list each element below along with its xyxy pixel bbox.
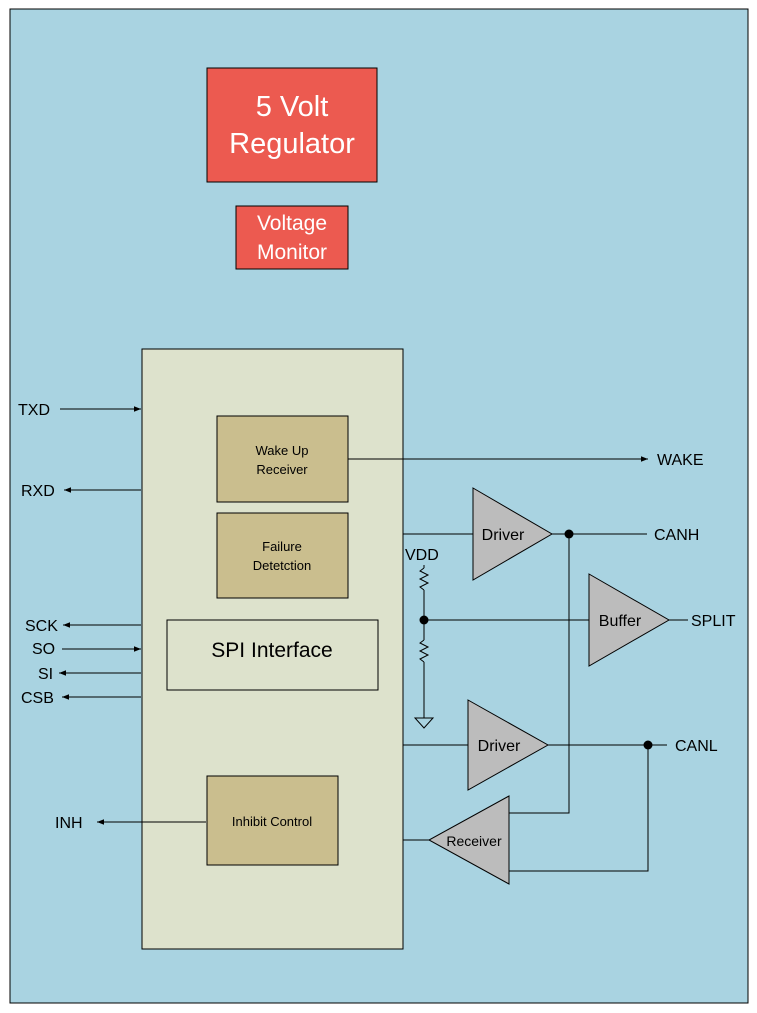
wake-up-receiver-label-line2: Receiver — [256, 462, 308, 477]
wake-up-receiver-label-line1: Wake Up — [256, 443, 309, 458]
failure-detection-block: Failure Detetction — [216, 512, 349, 599]
pin-csb: CSB — [21, 690, 141, 707]
pin-si-label: SI — [38, 666, 53, 683]
pin-canl-label: CANL — [675, 738, 718, 755]
voltage-monitor-label-line2: Monitor — [257, 241, 327, 264]
inhibit-control-label: Inhibit Control — [232, 814, 312, 829]
receiver-canh-feedback — [509, 534, 570, 814]
pin-txd-label: TXD — [18, 402, 50, 419]
pin-rxd: RXD — [21, 483, 141, 500]
pin-txd: TXD — [18, 402, 141, 419]
buffer-split: Buffer — [588, 573, 671, 667]
pin-inh: INH — [55, 815, 206, 832]
pin-so-label: SO — [32, 641, 55, 658]
wake-up-receiver-block: Wake Up Receiver — [216, 415, 349, 503]
resistor-bottom — [418, 620, 430, 718]
spi-interface-block: SPI Interface — [166, 619, 379, 691]
pin-sck: SCK — [25, 618, 141, 635]
ground-icon — [413, 717, 435, 729]
buffer-label: Buffer — [599, 613, 642, 630]
voltage-monitor-label-line1: Voltage — [257, 212, 327, 235]
pin-so: SO — [32, 641, 141, 658]
pin-inh-label: INH — [55, 815, 83, 832]
resistor-top — [418, 565, 430, 620]
failure-detection-label-line1: Failure — [262, 539, 302, 554]
pin-si: SI — [38, 666, 141, 683]
pin-canh-label: CANH — [654, 527, 699, 544]
regulator-block: 5 Volt Regulator — [206, 67, 378, 183]
driver-canh: Driver — [403, 487, 553, 581]
voltage-monitor-block: Voltage Monitor — [235, 205, 349, 270]
driver-canh-label: Driver — [482, 527, 525, 544]
pin-split-label: SPLIT — [691, 613, 736, 630]
regulator-label-line1: 5 Volt — [256, 91, 329, 123]
receiver-label: Receiver — [446, 833, 502, 849]
driver-canl: Driver — [403, 699, 550, 791]
inhibit-control-block: Inhibit Control — [206, 775, 339, 866]
receiver-canl-feedback — [509, 745, 649, 872]
receiver: Receiver — [427, 795, 510, 885]
pin-rxd-label: RXD — [21, 483, 55, 500]
pin-sck-label: SCK — [25, 618, 58, 635]
vdd-label: VDD — [405, 547, 439, 564]
driver-canl-label: Driver — [478, 738, 521, 755]
spi-interface-label: SPI Interface — [211, 639, 332, 662]
regulator-label-line2: Regulator — [229, 128, 355, 160]
failure-detection-label-line2: Detetction — [253, 558, 312, 573]
pin-csb-label: CSB — [21, 690, 54, 707]
pin-wake: WAKE — [348, 452, 704, 469]
pin-wake-label: WAKE — [657, 452, 704, 469]
